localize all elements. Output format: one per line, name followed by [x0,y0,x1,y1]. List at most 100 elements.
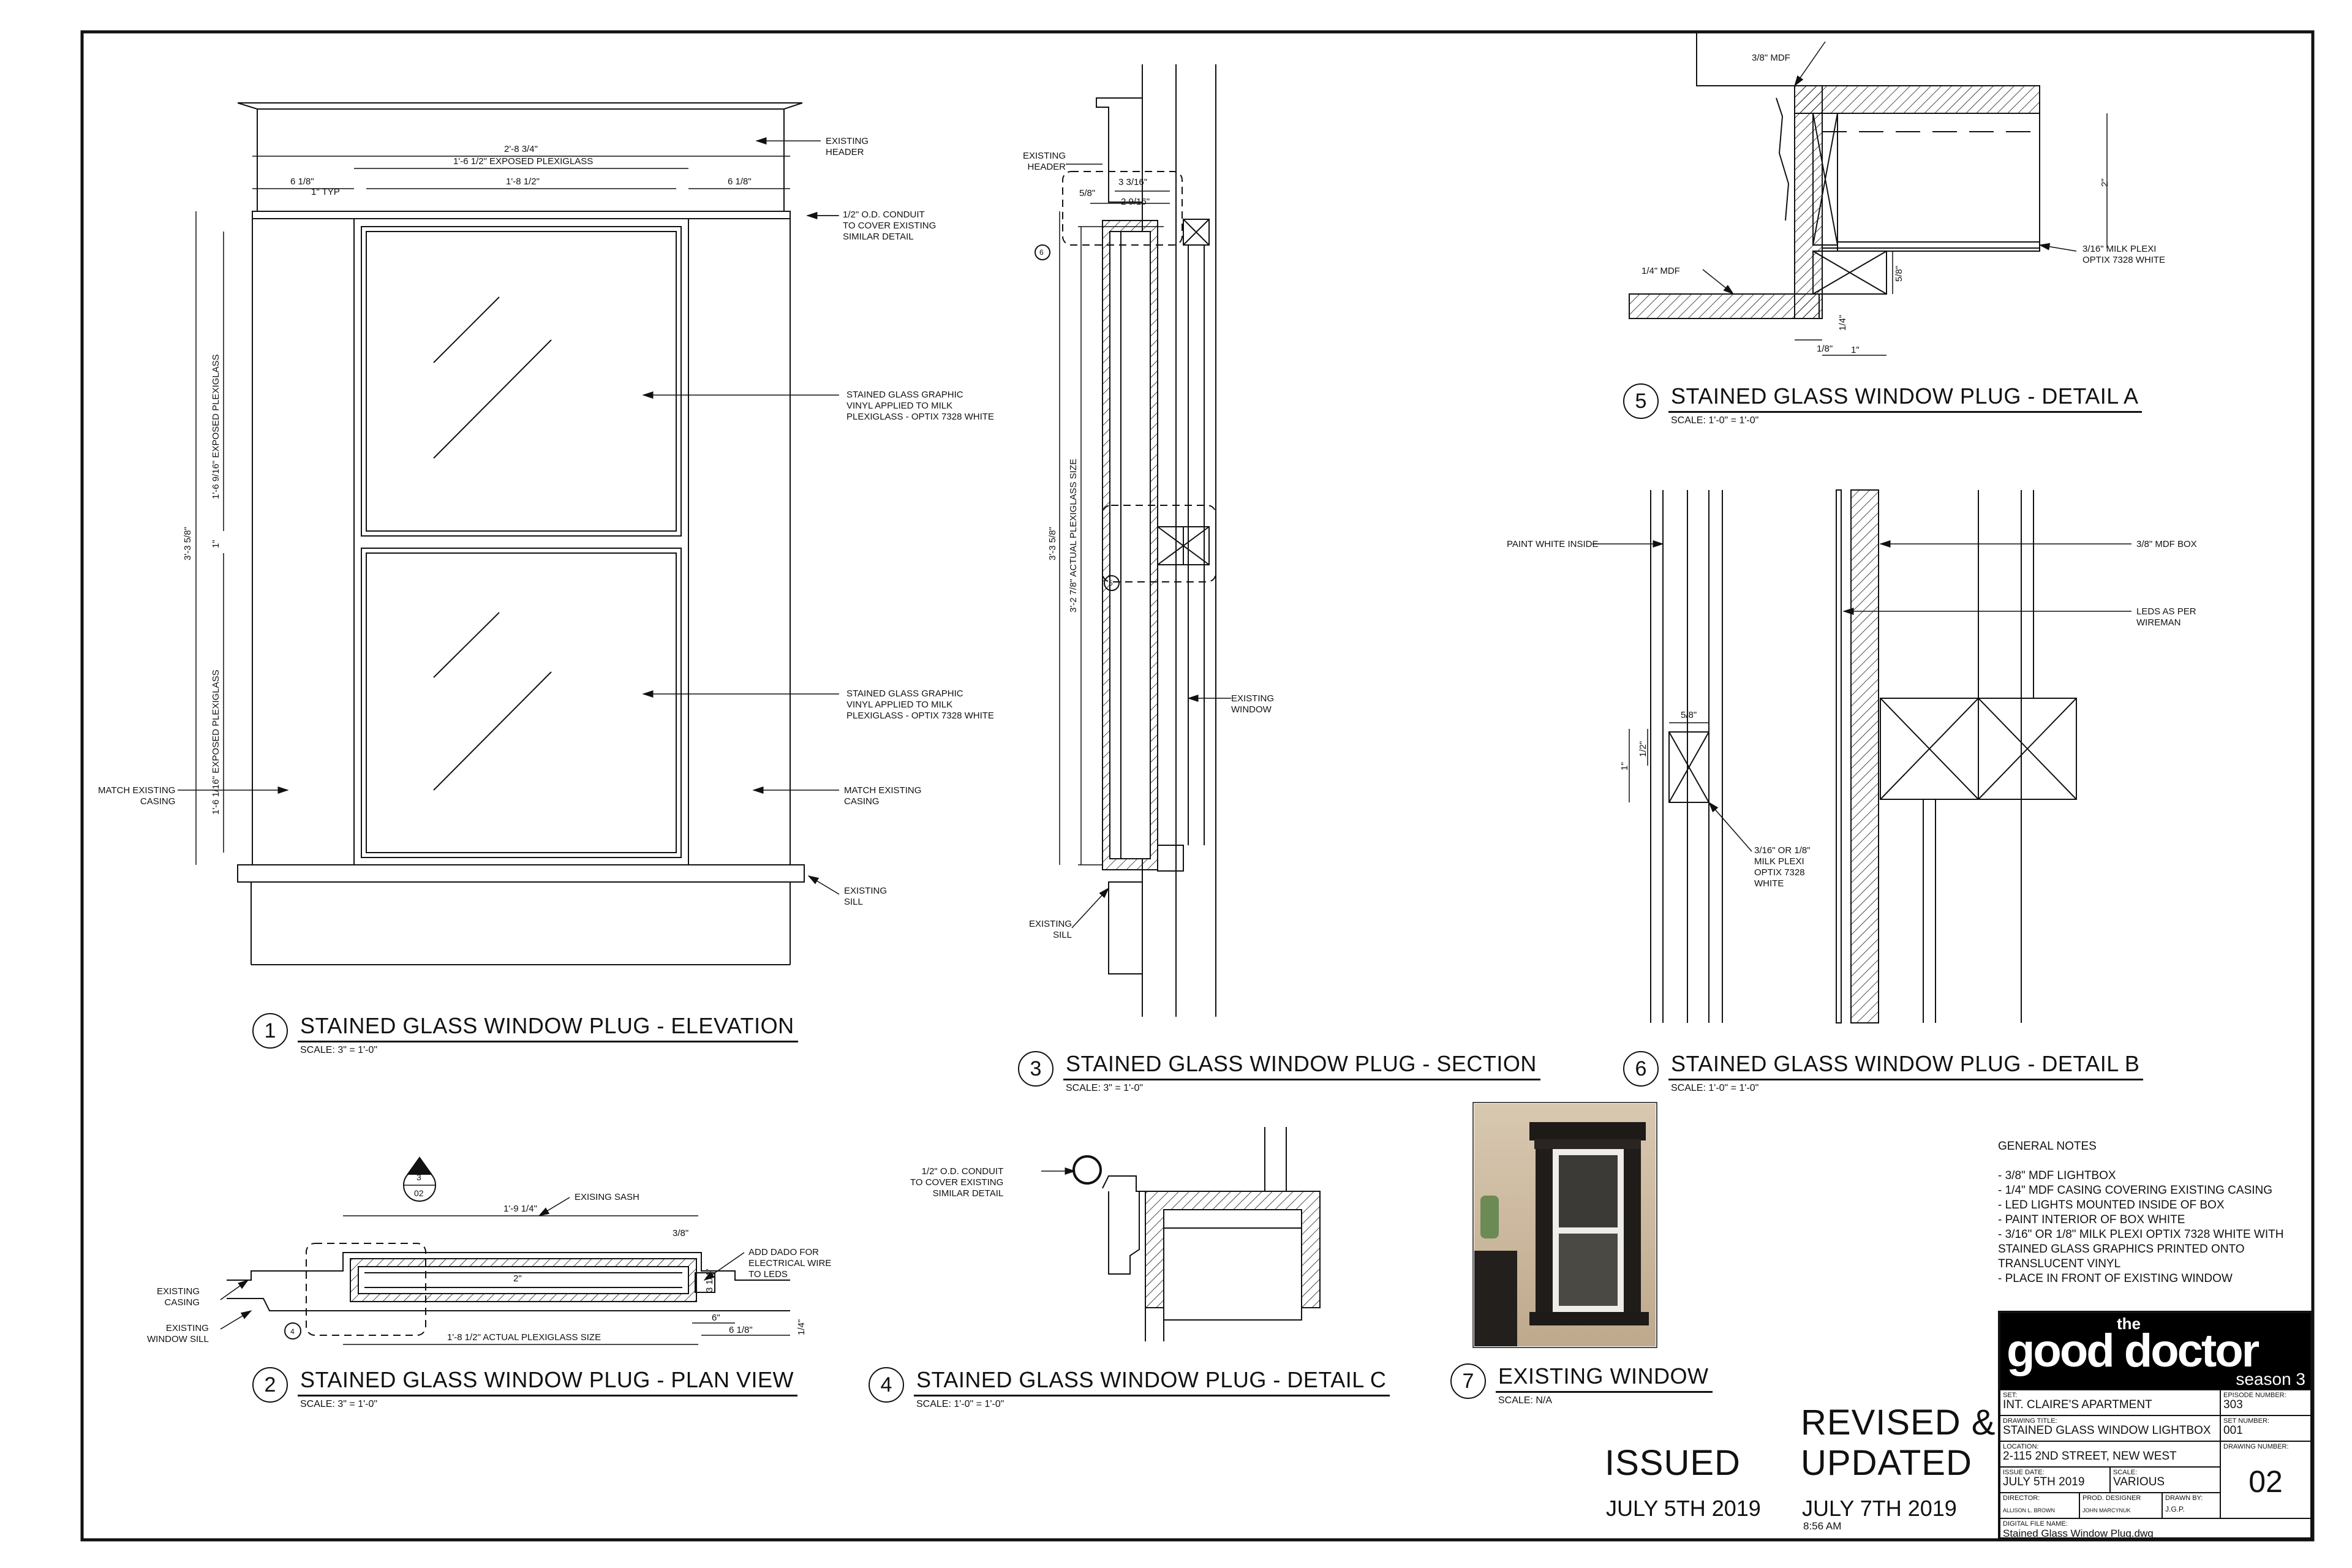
note-item: - PLACE IN FRONT OF EXISTING WINDOW [1998,1272,2233,1285]
detb-plexi: 3/16" OR 1/8" MILK PLEXI OPTIX 7328 WHIT… [1754,845,1811,889]
sect-existing-window: EXISTING WINDOW [1231,693,1275,715]
plan-dim-c: 3 1/4" [704,1268,715,1292]
plan-dim-f: 1/4" [796,1319,807,1335]
elev-dim-exposed: 1'-6 1/2" EXPOSED PLEXIGLASS [453,156,594,167]
view-3-title: STAINED GLASS WINDOW PLUG - SECTION [1063,1051,1540,1080]
view-6-title: STAINED GLASS WINDOW PLUG - DETAIL B [1668,1051,2144,1080]
plan-dim-a: 3/8" [673,1228,689,1238]
view-6-scale: SCALE: 1'-0" = 1'-0" [1671,1083,1759,1093]
note-item: - 1/4" MDF CASING COVERING EXISTING CASI… [1998,1184,2273,1197]
view-3-scale: SCALE: 3" = 1'-0" [1066,1083,1144,1093]
tb-location-label: LOCATION: [2003,1443,2039,1450]
tb-location-value: 2-115 2ND STREET, NEW WEST [2003,1450,2177,1463]
plan-callout-num: 4 [290,1327,295,1336]
plan-marker-num: 3 [417,1172,421,1182]
tb-scale-value: VARIOUS [2113,1476,2165,1488]
elev-dim-left: 6 1/8" [290,176,314,187]
note-item: - PAINT INTERIOR OF BOX WHITE [1998,1213,2185,1226]
note-item: - 3/8" MDF LIGHTBOX [1998,1169,2116,1182]
note-item: STAINED GLASS GRAPHICS PRINTED ONTO [1998,1243,2245,1256]
tb-file-name-value: Stained Glass Window Plug.dwg [2003,1528,2154,1539]
plan-dado: ADD DADO FOR ELECTRICAL WIRE TO LEDS [748,1247,832,1280]
tb-drawing-title-value: STAINED GLASS WINDOW LIGHTBOX [2003,1424,2211,1437]
tb-set-number-label: SET NUMBER: [2223,1417,2269,1425]
view-2-title: STAINED GLASS WINDOW PLUG - PLAN VIEW [298,1367,797,1396]
tb-set-number: SET NUMBER: 001 [2221,1415,2310,1441]
detb-dim-58: 5/8" [1681,710,1697,720]
note-item: - 3/16" OR 1/8" MILK PLEXI OPTIX 7328 WH… [1998,1228,2284,1241]
tb-episode: EPISODE NUMBER: 303 [2221,1389,2310,1415]
detail-a-drawing [1629,32,2108,356]
detb-paint: PAINT WHITE INSIDE [1507,539,1599,549]
deta-dim-18: 1/8" [1817,344,1833,354]
section-callout-mid [1104,575,1120,591]
view-7-title: EXISTING WINDOW [1496,1363,1713,1393]
tb-drawing-number-value: 02 [2248,1464,2283,1499]
view-5-scale: SCALE: 1'-0" = 1'-0" [1671,415,1759,426]
elev-existing-header: EXISTING HEADER [826,136,869,157]
plan-drawing [220,1197,790,1345]
issued-date: JULY 5TH 2019 [1606,1496,1761,1521]
note-item: TRANSLUCENT VINYL [1998,1257,2121,1270]
title-block: the good doctor season 3 SET: INT. CLAIR… [1998,1311,2313,1540]
tb-designer-label: PROD. DESIGNER [2082,1494,2141,1502]
elev-dim-right: 6 1/8" [728,176,752,187]
tb-designer: PROD. DESIGNER JOHN MARCYNUK [2080,1492,2163,1518]
detb-dim-1: 1" [1619,762,1630,771]
tb-drawing-title: DRAWING TITLE: STAINED GLASS WINDOW LIGH… [2000,1415,2221,1441]
tb-director-label: DIRECTOR: [2003,1494,2040,1502]
tb-issue-date: ISSUE DATE: JULY 5TH 2019 [2000,1466,2111,1492]
view-number-1: 1 [252,1013,288,1049]
tb-drawn-by: DRAWN BY: J.G.P. [2163,1492,2221,1518]
view-7-scale: SCALE: N/A [1498,1395,1553,1406]
view-number-6: 6 [1623,1051,1659,1087]
view-number-5: 5 [1623,383,1659,419]
sect-callout-mid-num: 5 [1109,579,1113,587]
tb-drawing-number: DRAWING NUMBER: 02 [2221,1441,2310,1518]
view-1-title: STAINED GLASS WINDOW PLUG - ELEVATION [298,1013,798,1042]
tb-file-name-label: DIGITAL FILE NAME: [2003,1520,2068,1528]
deta-dim-58: 5/8" [1894,265,1904,282]
plan-dim-d: 6" [712,1313,720,1323]
note-item: - LED LIGHTS MOUNTED INSIDE OF BOX [1998,1199,2225,1212]
tb-drawn-by-label: DRAWN BY: [2165,1494,2203,1502]
tb-drawing-number-label: DRAWING NUMBER: [2223,1443,2289,1450]
sect-dim-height: 3'-3 5/8" [1047,527,1058,560]
view-2-scale: SCALE: 3" = 1'-0" [300,1399,378,1409]
detb-leds: LEDS AS PER WIREMAN [2136,606,2196,628]
plan-dim-sash: 1'-9 1/4" [503,1204,537,1214]
tb-director: DIRECTOR: ALLISON L. BROWN [2000,1492,2080,1518]
view-4-title: STAINED GLASS WINDOW PLUG - DETAIL C [914,1367,1390,1396]
tb-scale-label: SCALE: [2113,1469,2138,1476]
detail-c-drawing [1041,1127,1321,1341]
tb-file-name: DIGITAL FILE NAME: Stained Glass Window … [2000,1518,2310,1540]
sect-dim-b: 5/8" [1079,188,1096,198]
deta-dim-14: 1/4" [1838,314,1848,331]
section-drawing [1059,64,1231,1017]
tb-drawing-title-label: DRAWING TITLE: [2003,1417,2057,1425]
elev-dim-height: 3'-3 5/8" [183,527,193,560]
sect-dim-actual: 3'-2 7/8" ACTUAL PLEXIGLASS SIZE [1068,458,1079,612]
elev-match-right: MATCH EXISTING CASING [844,785,922,807]
deta-dim-2: 2" [2100,178,2110,187]
deta-mdf-38: 3/8" MDF [1752,53,1790,63]
elev-dim-center: 1'-8 1/2" [506,176,540,187]
tb-director-value: ALLISON L. BROWN [2003,1507,2056,1513]
plan-existing-sash: EXISING SASH [575,1192,639,1202]
show-logo: the good doctor season 3 [2000,1313,2310,1389]
detb-dim-12: 1/2" [1638,741,1648,757]
revised-time: 8:56 AM [1803,1520,1842,1532]
tb-issue-date-label: ISSUE DATE: [2003,1469,2045,1476]
elev-graphic-upper: STAINED GLASS GRAPHIC VINYL APPLIED TO M… [846,390,994,422]
deta-mdf-14: 1/4" MDF [1642,266,1680,276]
elev-existing-sill: EXISTING SILL [844,886,888,907]
detc-conduit: 1/2" O.D. CONDUIT TO COVER EXISTING SIMI… [910,1166,1004,1199]
section-callout-top [1035,244,1050,260]
elev-graphic-lower: STAINED GLASS GRAPHIC VINYL APPLIED TO M… [846,688,994,721]
tb-designer-value: JOHN MARCYNUK [2082,1507,2131,1513]
